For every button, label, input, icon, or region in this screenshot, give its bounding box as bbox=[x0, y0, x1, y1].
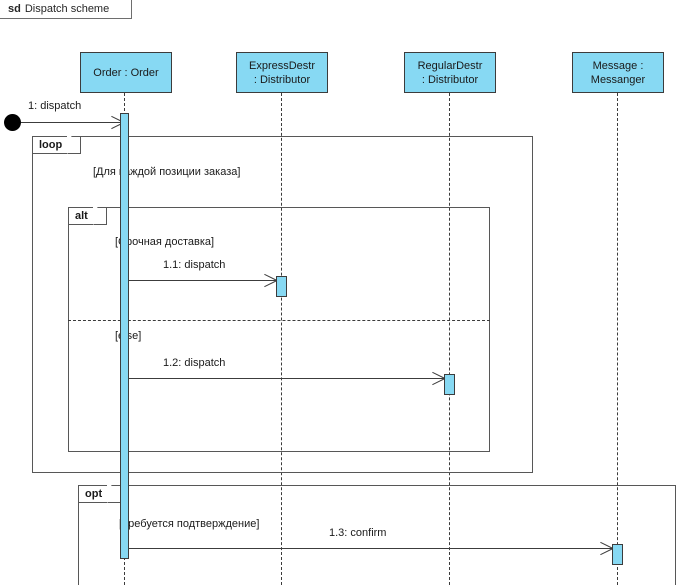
message-label-1-3-confirm: 1.3: confirm bbox=[329, 527, 387, 539]
lifeline-head-order[interactable]: Order : Order bbox=[80, 52, 172, 93]
frame-tab-corner-icon bbox=[116, 0, 132, 19]
lifeline-head-regular-destr[interactable]: RegularDestr : Distributor bbox=[404, 52, 496, 93]
fragment-alt-guard-1: [Срочная доставка] bbox=[115, 236, 215, 248]
fragment-alt[interactable]: alt bbox=[68, 207, 490, 452]
lifeline-label-order-line1: Order : Order bbox=[93, 66, 159, 79]
fragment-alt-label-corner-icon bbox=[93, 207, 107, 225]
lifeline-label-express-destr-line2: : Distributor bbox=[253, 73, 311, 86]
found-message-start-dot bbox=[4, 114, 21, 131]
lifeline-label-express-destr-line1: ExpressDestr bbox=[248, 59, 316, 72]
activation-express-destr[interactable] bbox=[276, 276, 287, 297]
lifeline-label-messanger-line1: Message : bbox=[592, 59, 644, 72]
fragment-loop-operator-label: loop bbox=[33, 136, 82, 154]
fragment-alt-divider bbox=[68, 320, 490, 321]
activation-order[interactable] bbox=[120, 113, 129, 559]
fragment-loop-operator-text: loop bbox=[39, 139, 63, 151]
lifeline-stem-messanger bbox=[617, 93, 618, 585]
fragment-opt-guard: [Требуется подтверждение] bbox=[119, 518, 260, 530]
lifeline-head-express-destr[interactable]: ExpressDestr : Distributor bbox=[236, 52, 328, 93]
fragment-opt-operator-text: opt bbox=[85, 488, 103, 500]
message-label-1-1-dispatch: 1.1: dispatch bbox=[163, 259, 226, 271]
lifeline-label-regular-destr-line1: RegularDestr bbox=[417, 59, 483, 72]
diagram-title: Dispatch scheme bbox=[24, 3, 110, 15]
fragment-loop-guard: [Для каждой позиции заказа] bbox=[93, 166, 241, 178]
activation-regular-destr[interactable] bbox=[444, 374, 455, 395]
lifeline-label-messanger-line2: Messanger bbox=[590, 73, 646, 86]
activation-messanger[interactable] bbox=[612, 544, 623, 565]
fragment-loop-label-corner-icon bbox=[67, 136, 81, 154]
lifeline-label-regular-destr-line2: : Distributor bbox=[421, 73, 479, 86]
fragment-alt-operator-label: alt bbox=[69, 208, 107, 225]
diagram-frame-title: sd Dispatch scheme bbox=[0, 0, 133, 19]
diagram-kind-keyword: sd bbox=[8, 3, 21, 15]
message-label-1-2-dispatch: 1.2: dispatch bbox=[163, 357, 226, 369]
lifeline-head-messanger[interactable]: Message : Messanger bbox=[572, 52, 664, 93]
fragment-opt-label-corner-icon bbox=[107, 485, 121, 503]
message-line-1-3-confirm[interactable] bbox=[129, 548, 613, 549]
message-line-1-2-dispatch[interactable] bbox=[129, 378, 445, 379]
fragment-alt-operator-text: alt bbox=[75, 210, 88, 222]
lifeline-stem-regular-destr bbox=[449, 93, 450, 585]
message-line-1-1-dispatch[interactable] bbox=[129, 280, 277, 281]
fragment-loop[interactable]: loop bbox=[32, 136, 533, 473]
message-line-1-dispatch[interactable] bbox=[21, 122, 124, 123]
fragment-opt-operator-label: opt bbox=[79, 485, 122, 503]
lifeline-stem-express-destr bbox=[281, 93, 282, 585]
message-label-1-dispatch: 1: dispatch bbox=[28, 100, 82, 112]
